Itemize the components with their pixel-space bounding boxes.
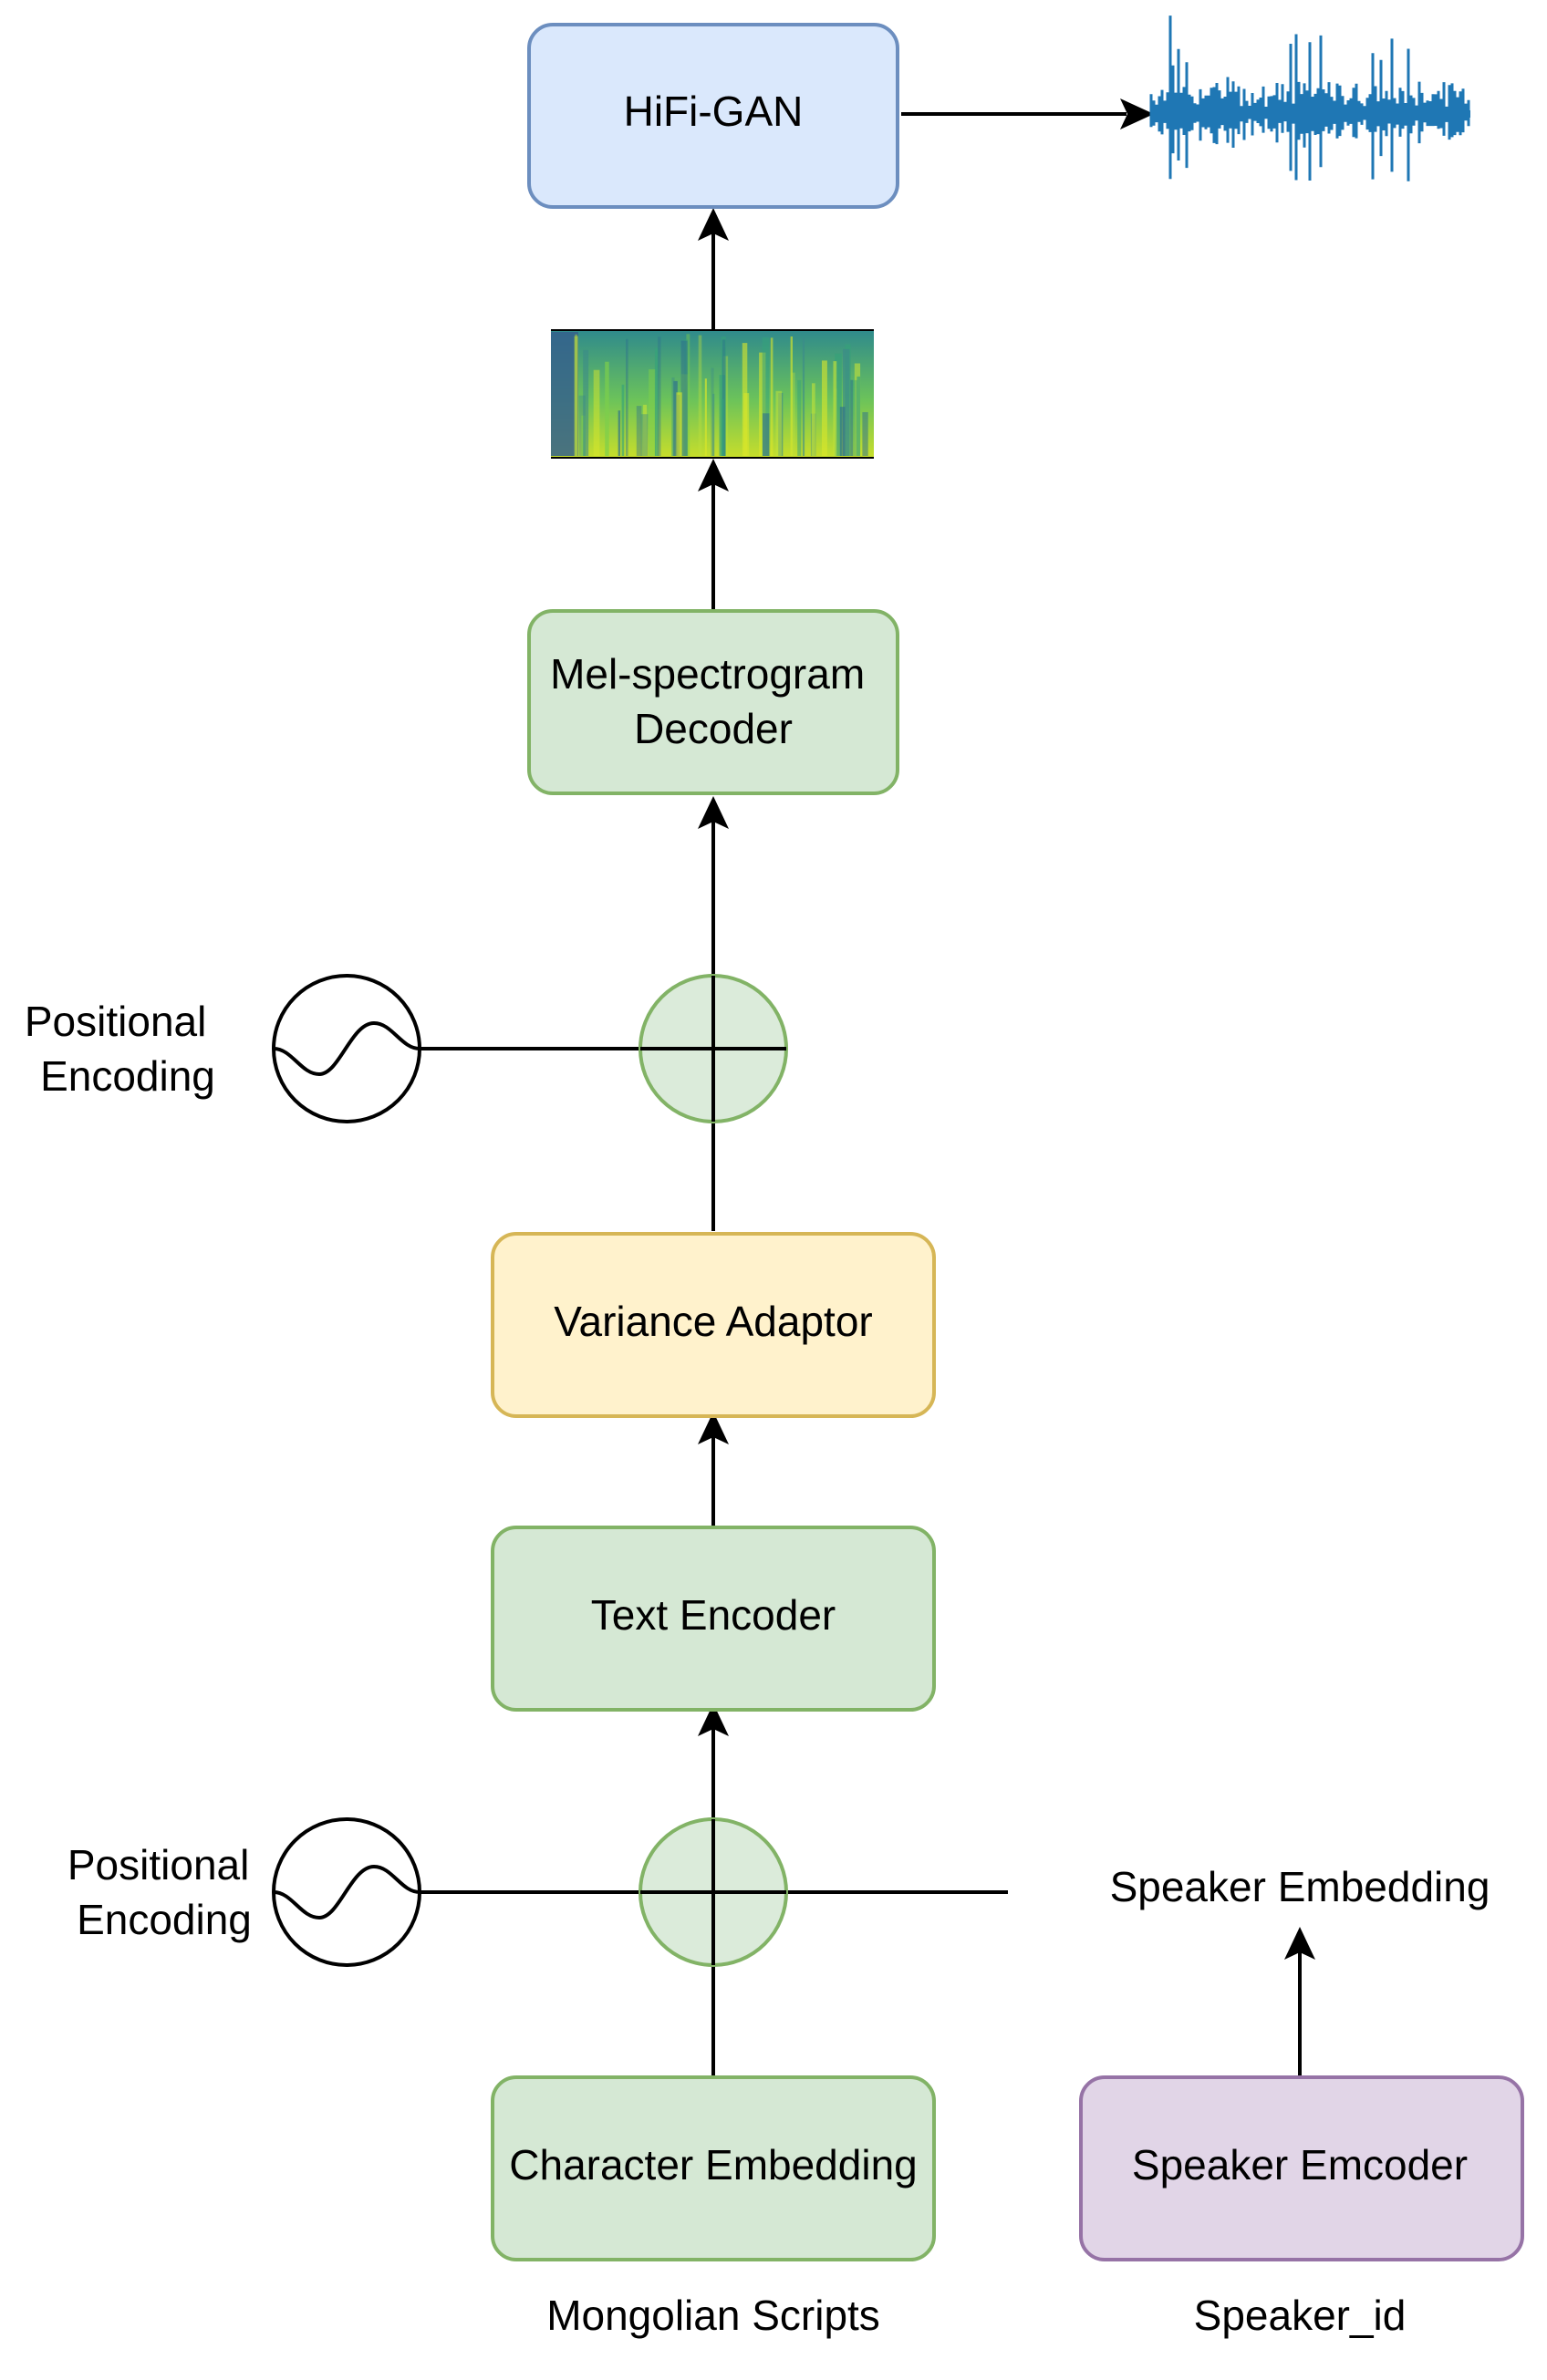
mel-decoder-label-line2: Decoder	[634, 705, 793, 752]
sine-wave-icon	[272, 974, 421, 1123]
hifigan-node: HiFi-GAN	[527, 23, 899, 209]
mongolian-scripts-label: Mongolian Scripts	[546, 2292, 880, 2339]
pos-enc-bottom-label: Positional Encoding	[67, 1841, 261, 1943]
mel-decoder-node: Mel-spectrogram Decoder	[527, 609, 899, 795]
arrowhead-hifigan	[698, 208, 729, 241]
arrowhead-spectrogram	[698, 459, 729, 492]
svg-text:Mel-spectrogram Decoder: Mel-spectrogram Decoder	[550, 650, 877, 752]
speaker-encoder-node: Speaker Emcoder	[1079, 2075, 1524, 2261]
svg-text:Speaker_id: Speaker_id	[1194, 2292, 1407, 2339]
speaker-id-label: Speaker_id	[1194, 2292, 1407, 2339]
arrowhead-text-encoder	[698, 1703, 729, 1736]
add-junction-icon	[639, 974, 788, 1123]
pos-enc-top-label-line1: Positional	[25, 998, 206, 1045]
pos-enc-top-label: Positional Encoding	[25, 998, 218, 1100]
svg-text:HiFi-GAN: HiFi-GAN	[624, 88, 804, 135]
svg-text:Speaker Emcoder: Speaker Emcoder	[1132, 2141, 1468, 2189]
arrowhead-waveform	[1120, 98, 1154, 129]
svg-text:Mongolian Scripts: Mongolian Scripts	[546, 2292, 880, 2339]
sine-wave-icon	[272, 1817, 421, 1967]
pos-enc-bottom-label-line2: Encoding	[77, 1896, 252, 1943]
hifigan-label: HiFi-GAN	[624, 88, 804, 135]
arrowhead-decoder	[698, 796, 729, 829]
arrowhead-speaker-embedding	[1284, 1927, 1315, 1960]
audio-waveform-icon	[1149, 16, 1470, 181]
mel-spectrogram-image	[551, 329, 874, 459]
svg-text:Text Encoder: Text Encoder	[591, 1591, 836, 1639]
text-encoder-label: Text Encoder	[591, 1591, 836, 1639]
mel-decoder-label-line1: Mel-spectrogram	[550, 650, 865, 698]
speaker-embedding-label: Speaker Embedding	[1110, 1863, 1490, 1910]
pos-enc-top-label-line2: Encoding	[40, 1052, 215, 1100]
add-junction-icon	[639, 1817, 788, 1967]
svg-text:Character Embedding: Character Embedding	[509, 2141, 917, 2189]
character-embedding-label: Character Embedding	[509, 2141, 917, 2189]
character-embedding-node: Character Embedding	[491, 2075, 936, 2261]
arrowheads	[698, 98, 1315, 1960]
pos-enc-bottom-label-line1: Positional	[67, 1841, 249, 1888]
variance-adaptor-node: Variance Adaptor	[491, 1232, 936, 1418]
svg-text:Variance Adaptor: Variance Adaptor	[554, 1298, 873, 1345]
text-encoder-node: Text Encoder	[491, 1526, 936, 1712]
speaker-encoder-label: Speaker Emcoder	[1132, 2141, 1468, 2189]
variance-adaptor-label: Variance Adaptor	[554, 1298, 873, 1345]
arrowhead-variance	[698, 1412, 729, 1444]
svg-text:Speaker Embedding: Speaker Embedding	[1110, 1863, 1490, 1910]
